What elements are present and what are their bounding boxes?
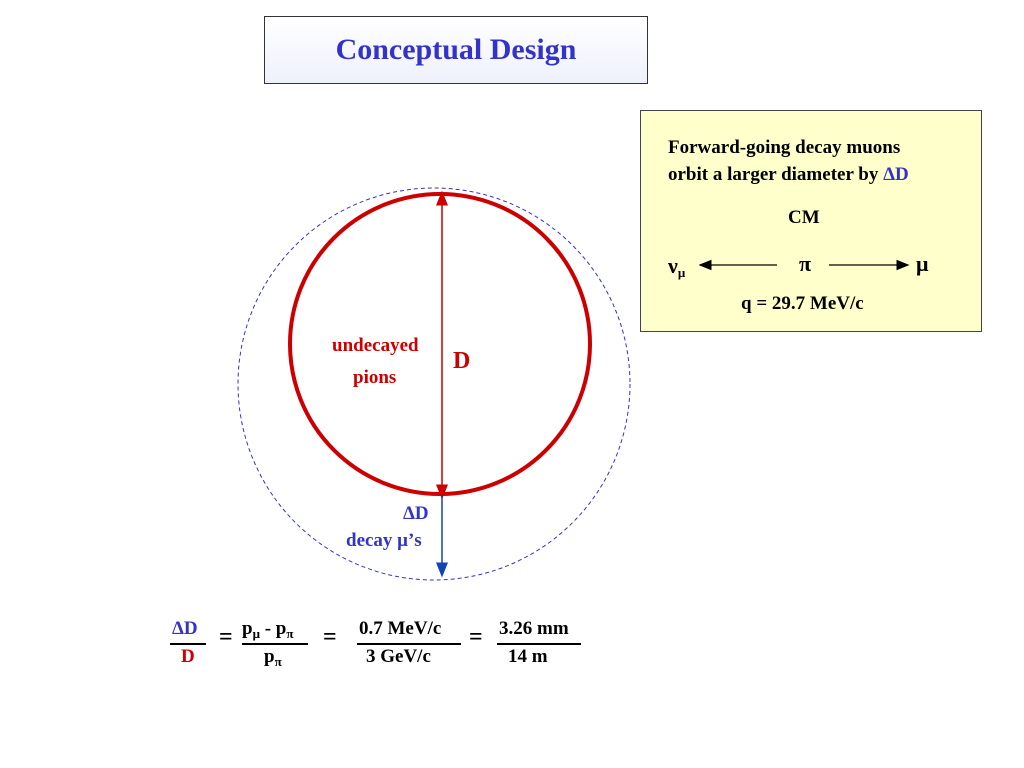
p-pi: p — [264, 646, 275, 667]
eq-mid-numerator: pμ - pπ — [242, 618, 294, 641]
info-box: Forward-going decay muons orbit a larger… — [640, 110, 982, 332]
pi-sub-den: π — [274, 654, 282, 669]
p-mu: p — [242, 618, 253, 639]
info-delta-d: ΔD — [883, 164, 909, 185]
pions-label: pions — [353, 367, 397, 388]
eq-lhs-denominator: D — [181, 646, 195, 667]
equals-3: = — [469, 624, 483, 650]
diameter-label: D — [453, 348, 471, 374]
eq-lhs-numerator: ΔD — [172, 618, 198, 639]
momentum-label: q = 29.7 MeV/c — [741, 293, 864, 314]
eq-result-denominator: 14 m — [508, 646, 548, 667]
nu-subscript: μ — [677, 265, 686, 280]
eq-result-numerator: 3.26 mm — [499, 618, 569, 639]
cm-label: CM — [788, 207, 820, 228]
delta-d-label: ΔD — [403, 503, 429, 524]
eq-mid-denominator: pπ — [264, 646, 282, 669]
cm-arrows — [699, 259, 910, 271]
title-box: Conceptual Design — [264, 16, 648, 84]
minus-p: - p — [259, 618, 287, 639]
equals-2: = — [323, 624, 337, 650]
slide-title: Conceptual Design — [335, 33, 577, 66]
eq-value-numerator: 0.7 MeV/c — [359, 618, 442, 639]
eq-lhs-bar — [170, 643, 206, 645]
decay-muon-orbit — [237, 187, 631, 581]
info-line-2-text: orbit a larger diameter by — [668, 164, 884, 185]
equals-1: = — [219, 624, 233, 650]
info-line-2: orbit a larger diameter by ΔD — [668, 164, 909, 186]
eq-result-bar — [497, 643, 581, 645]
info-line-1: Forward-going decay muons — [668, 137, 901, 158]
eq-value-bar — [357, 643, 461, 645]
muon-symbol: μ — [916, 251, 929, 276]
eq-value-denominator: 3 GeV/c — [366, 646, 431, 667]
eq-mid-bar — [242, 643, 308, 645]
pion-symbol: π — [799, 251, 812, 276]
mu-sub: μ — [252, 626, 260, 641]
undecayed-label: undecayed — [332, 335, 419, 356]
neutrino-symbol: νμ — [668, 253, 686, 280]
decay-muons-label: decay μ’s — [346, 530, 422, 551]
pi-sub: π — [286, 626, 294, 641]
nu-glyph: ν — [668, 253, 678, 278]
